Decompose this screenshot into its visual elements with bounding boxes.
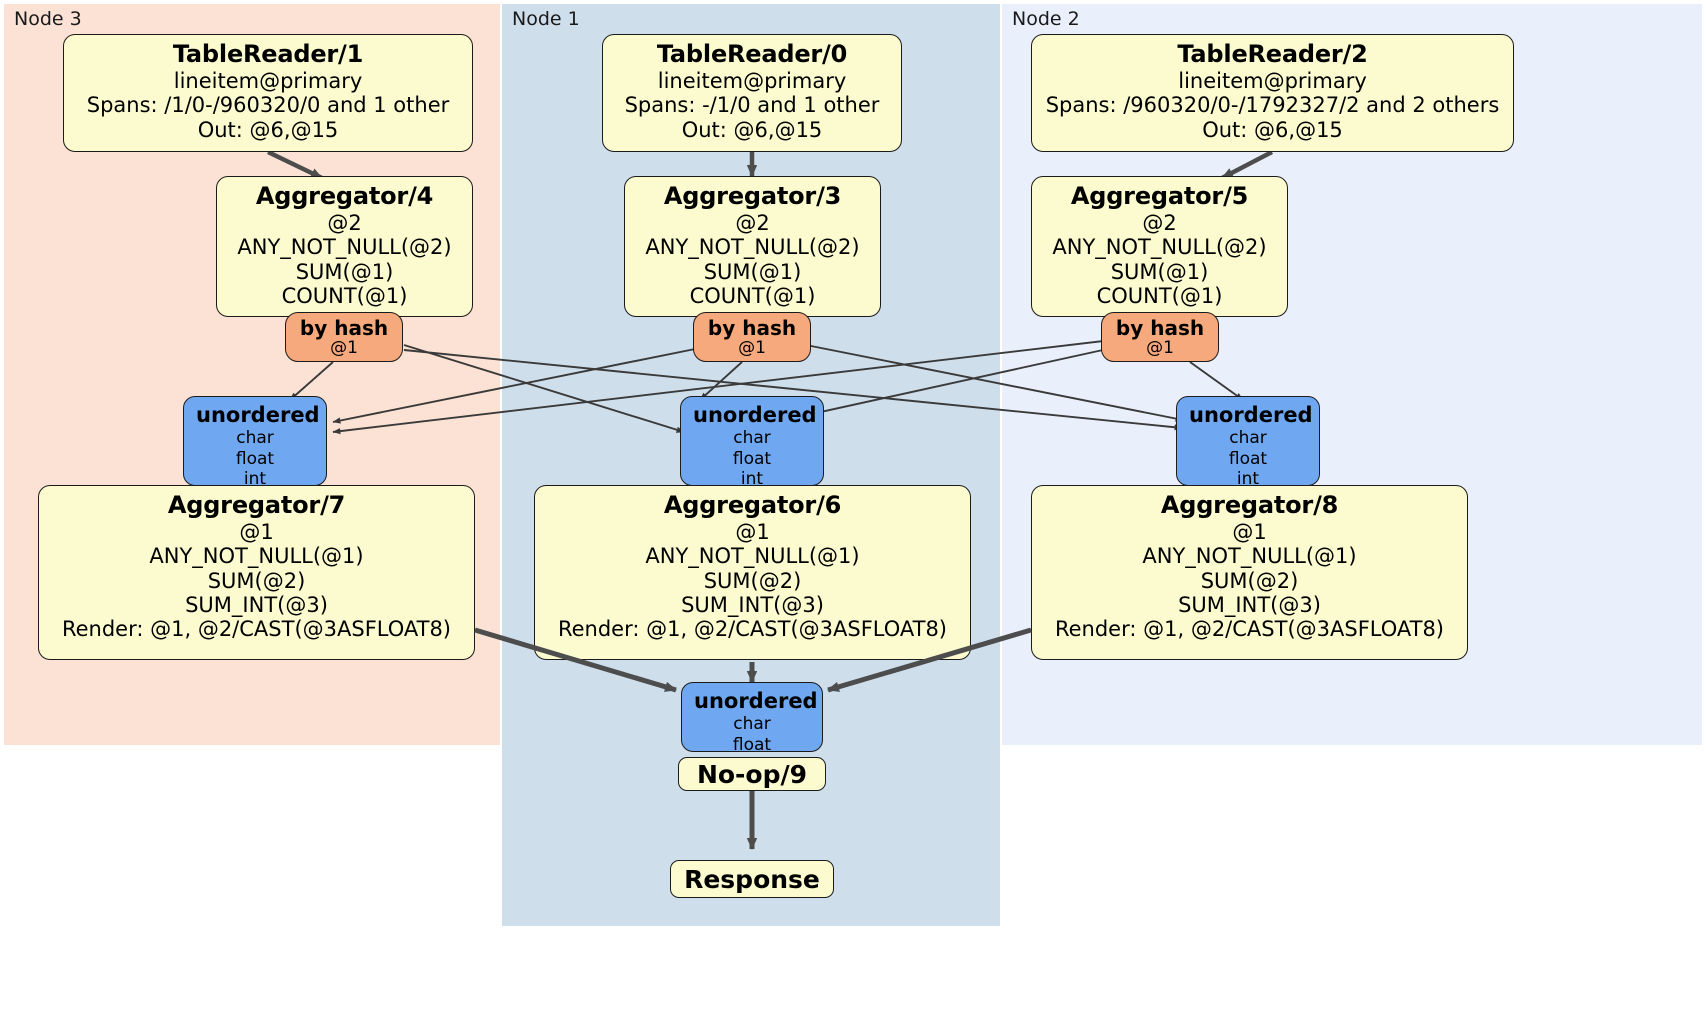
receiver-line: char [733,428,771,449]
edge-byhash-right-to-unordered-left [332,339,1113,435]
receiver-line: int [243,468,267,489]
processor-line: COUNT(@1) [689,283,816,308]
node-panel-label-node3: Node 3 [14,8,82,30]
processor-line: Out: @6,@15 [197,117,339,142]
processor-line: SUM(@2) [1200,568,1299,593]
receiver-line: float [732,448,772,469]
router-title: by hash [299,316,389,340]
receiver-unordered-final[interactable]: unordered char float [681,682,823,755]
receiver-unordered-node2[interactable]: unordered char float int [1176,396,1320,489]
edge-byhash-mid-to-unordered-left [332,347,701,424]
router-line: @1 [330,338,358,359]
processor-line: Spans: -/1/0 and 1 other [624,93,880,118]
processor-aggregator-7[interactable]: Aggregator/7 @1 ANY_NOT_NULL(@1) SUM(@2)… [38,485,475,660]
receiver-line: float [732,734,772,755]
processor-aggregator-4[interactable]: Aggregator/4 @2 ANY_NOT_NULL(@2) SUM(@1)… [216,176,473,317]
router-by-hash-node2[interactable]: by hash @1 [1101,312,1219,362]
node-panel-label-node1: Node 1 [512,8,580,30]
processor-tablereader-1[interactable]: TableReader/1 lineitem@primary Spans: /1… [63,34,473,152]
receiver-title: unordered [694,689,818,713]
processor-line: Spans: /1/0-/960320/0 and 1 other [86,93,450,118]
processor-line: ANY_NOT_NULL(@2) [237,235,452,260]
edge-byhash-left-to-unordered-right [403,349,1183,431]
processor-title: Aggregator/4 [255,182,434,210]
processor-line: Out: @6,@15 [681,117,823,142]
processor-title: Aggregator/3 [663,182,842,210]
processor-line: @1 [1232,519,1267,544]
processor-line: lineitem@primary [657,68,847,93]
processor-line: @1 [735,519,770,544]
processor-tablereader-2[interactable]: TableReader/2 lineitem@primary Spans: /9… [1031,34,1514,152]
edge-byhash-left-to-unordered-left [289,361,334,401]
processor-line: SUM(@1) [703,259,802,284]
receiver-unordered-node1[interactable]: unordered char float int [680,396,824,489]
processor-line: Render: @1, @2/CAST(@3ASFLOAT8) [61,617,452,642]
processor-line: @2 [1142,210,1177,235]
processor-title: Aggregator/8 [1160,491,1339,519]
processor-line: SUM(@2) [703,568,802,593]
processor-line: COUNT(@1) [1096,283,1223,308]
processor-line: Render: @1, @2/CAST(@3ASFLOAT8) [557,617,948,642]
processor-title: Aggregator/5 [1070,182,1249,210]
processor-line: SUM_INT(@3) [1178,592,1321,617]
receiver-line: char [236,428,274,449]
router-line: @1 [738,338,766,359]
processor-line: Spans: /960320/0-/1792327/2 and 2 others [1045,93,1500,118]
processor-tablereader-0[interactable]: TableReader/0 lineitem@primary Spans: -/… [602,34,902,152]
processor-line: lineitem@primary [173,68,363,93]
processor-line: SUM_INT(@3) [681,592,824,617]
processor-line: ANY_NOT_NULL(@2) [1052,235,1267,260]
processor-line: ANY_NOT_NULL(@1) [1142,544,1357,569]
processor-title: TableReader/2 [1177,40,1368,68]
receiver-line: char [733,714,771,735]
processor-title: TableReader/1 [172,40,364,68]
processor-title: TableReader/0 [656,40,848,68]
edge-aggregator7-to-unordered-final [474,627,677,693]
response-node[interactable]: Response [670,860,834,898]
receiver-line: int [1236,468,1260,489]
processor-aggregator-8[interactable]: Aggregator/8 @1 ANY_NOT_NULL(@1) SUM(@2)… [1031,485,1468,660]
processor-line: ANY_NOT_NULL(@1) [149,544,364,569]
processor-line: @2 [327,210,362,235]
processor-line: SUM(@1) [295,259,394,284]
edge-byhash-left-to-unordered-mid [403,344,685,433]
receiver-unordered-node3[interactable]: unordered char float int [183,396,327,489]
router-title: by hash [707,316,797,340]
receiver-line: float [1228,448,1268,469]
processor-line: @1 [239,519,274,544]
edge-byhash-mid-to-unordered-right [805,344,1184,422]
processor-aggregator-6[interactable]: Aggregator/6 @1 ANY_NOT_NULL(@1) SUM(@2)… [534,485,971,660]
router-by-hash-node1[interactable]: by hash @1 [693,312,811,362]
node-panel-label-node2: Node 2 [1012,8,1080,30]
processor-line: @2 [735,210,770,235]
processor-line: SUM(@2) [207,568,306,593]
router-title: by hash [1115,316,1205,340]
router-by-hash-node3[interactable]: by hash @1 [285,312,403,362]
receiver-title: unordered [693,403,817,427]
edge-tablereader1-to-aggregator4 [267,149,323,181]
processor-title: Aggregator/7 [167,491,346,519]
processor-title: Aggregator/6 [663,491,842,519]
processor-line: Out: @6,@15 [1202,117,1343,142]
edge-tablereader2-to-aggregator5 [1220,150,1274,180]
receiver-line: char [1229,428,1267,449]
edge-byhash-right-to-unordered-right [1189,361,1244,401]
router-line: @1 [1146,338,1174,359]
receiver-line: float [235,448,275,469]
processor-line: SUM_INT(@3) [185,592,328,617]
processor-line: lineitem@primary [1178,68,1367,93]
processor-noop-9[interactable]: No-op/9 [678,757,826,791]
receiver-line: int [740,468,764,489]
processor-line: SUM(@1) [1110,259,1209,284]
processor-line: ANY_NOT_NULL(@1) [645,544,860,569]
processor-aggregator-5[interactable]: Aggregator/5 @2 ANY_NOT_NULL(@2) SUM(@1)… [1031,176,1288,317]
processor-line: Render: @1, @2/CAST(@3ASFLOAT8) [1054,617,1445,642]
edge-aggregator8-to-unordered-final [827,627,1032,693]
processor-line: COUNT(@1) [281,283,408,308]
receiver-title: unordered [1189,403,1313,427]
receiver-title: unordered [196,403,320,427]
processor-line: ANY_NOT_NULL(@2) [645,235,860,260]
